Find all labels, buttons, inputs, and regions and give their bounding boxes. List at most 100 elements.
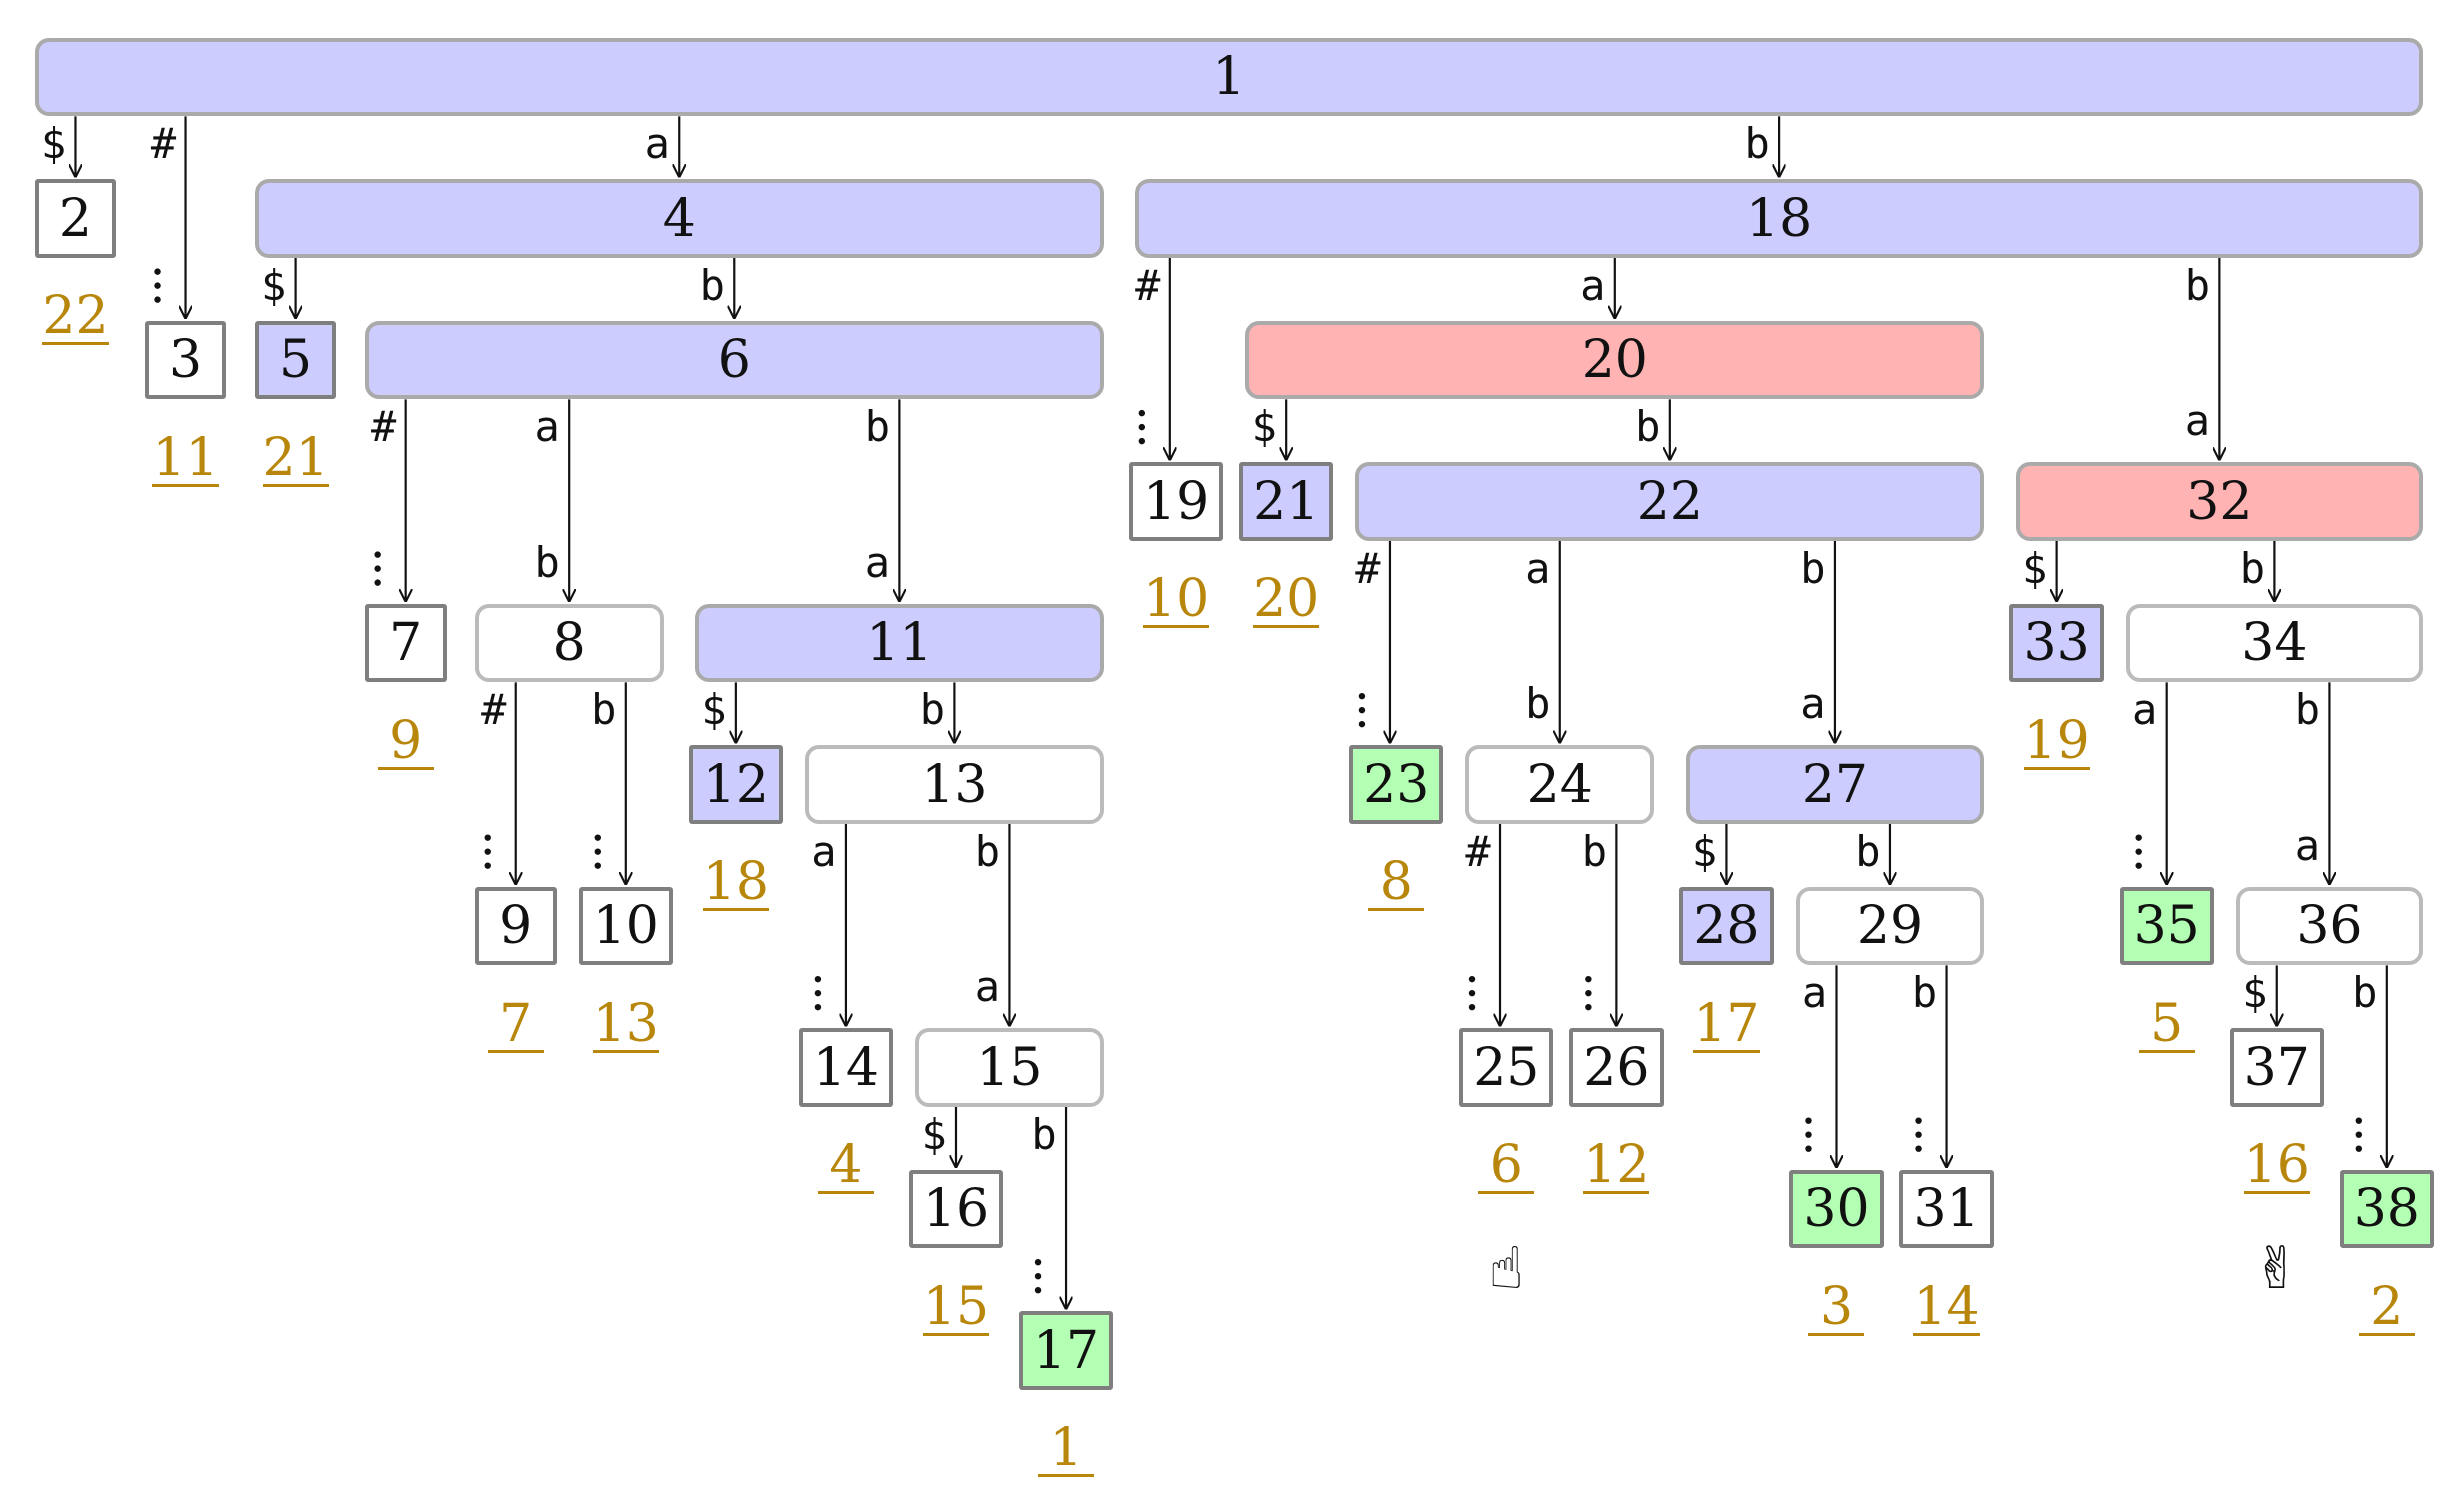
ellipsis-dot — [1468, 975, 1476, 983]
ellipsis-dot — [1915, 1145, 1922, 1152]
edge-label-20-22: b — [1635, 402, 1661, 452]
edge-label2-6-11: a — [864, 537, 891, 587]
edge-label2-22-24: b — [1525, 679, 1551, 729]
edge-label-1-18: b — [1744, 119, 1770, 169]
edge-label-18-32: b — [2184, 260, 2210, 310]
tree-node-17: 17 — [1018, 1311, 1114, 1390]
tree-node-16: 16 — [908, 1169, 1004, 1249]
edge-label2-34-36: a — [2294, 820, 2321, 870]
edge-label2-18-32: a — [2184, 396, 2210, 446]
ellipsis-dot — [1805, 1117, 1812, 1124]
ellipsis-dot — [1358, 720, 1366, 728]
suffix-index-value: 8 — [1368, 856, 1425, 912]
tree-node-14: 14 — [798, 1028, 894, 1107]
edge-label-18-20: a — [1580, 260, 1606, 310]
edge-label-27-28: $ — [1691, 826, 1718, 876]
suffix-index-19: 10 — [1126, 569, 1226, 629]
suffix-index-value: 13 — [592, 993, 659, 1054]
ellipsis-dot — [374, 551, 381, 558]
edge-label-13-14: a — [811, 826, 837, 876]
suffix-index-value: 22 — [42, 286, 109, 347]
ellipsis-dot — [1585, 989, 1592, 997]
suffix-index-value: 19 — [2023, 710, 2090, 771]
ellipsis-dot — [1034, 1258, 1042, 1266]
edge-label-34-35: a — [2132, 685, 2158, 735]
suffix-index-value: 12 — [1583, 1135, 1650, 1196]
tree-node-29: 29 — [1795, 886, 1985, 966]
ellipsis-dot — [1805, 1131, 1812, 1138]
tree-node-19: 19 — [1128, 462, 1224, 541]
ellipsis-dot — [1915, 1117, 1922, 1124]
edge-label-1-3: # — [150, 119, 177, 169]
tree-node-21: 21 — [1239, 462, 1334, 541]
edge-label-11-13: b — [919, 685, 946, 735]
edge-label-36-37: $ — [2242, 968, 2268, 1018]
ellipsis-dot — [2355, 1131, 2363, 1138]
tree-node-12: 12 — [688, 745, 783, 824]
edge-label-6-7: # — [371, 402, 397, 452]
suffix-index-value: 3 — [1808, 1281, 1865, 1336]
ellipsis-dot — [2355, 1145, 2363, 1152]
tree-node-15: 15 — [915, 1028, 1104, 1107]
edge-label-4-5: $ — [260, 260, 287, 310]
edge-label-15-17: b — [1031, 1109, 1057, 1159]
edge-label-29-31: b — [1911, 968, 1938, 1018]
tree-node-8: 8 — [474, 603, 664, 683]
suffix-index-25: 6 — [1456, 1135, 1556, 1195]
tree-node-11: 11 — [694, 603, 1104, 683]
suffix-index-12: 18 — [686, 852, 786, 912]
ellipsis-dot — [374, 565, 381, 572]
edge-label-22-27: b — [1800, 543, 1826, 593]
edge-label-32-34: b — [2239, 543, 2266, 593]
ellipsis-dot — [814, 989, 822, 997]
suffix-index-5: 21 — [246, 428, 346, 488]
suffix-index-value: 10 — [1143, 569, 1210, 630]
suffix-index-30: 3 — [1786, 1277, 1886, 1337]
tree-node-36: 36 — [2235, 886, 2423, 966]
edge-label-4-6: b — [699, 260, 725, 310]
edge-label-8-9: # — [481, 685, 507, 735]
tree-node-3: 3 — [144, 320, 227, 400]
tree-node-5: 5 — [254, 320, 337, 400]
suffix-index-3: 11 — [136, 428, 236, 488]
pointing-hand-icon: ☝ — [1488, 1233, 1524, 1302]
suffix-index-23: 8 — [1346, 852, 1446, 912]
ellipsis-dot — [1585, 975, 1592, 983]
edge-label-6-8: a — [534, 402, 560, 452]
ellipsis-dot — [1358, 706, 1366, 714]
tree-node-26: 26 — [1569, 1028, 1664, 1107]
suffix-index-value: 21 — [262, 427, 329, 488]
suffix-index-37: 16 — [2227, 1135, 2327, 1195]
edge-label-34-36: b — [2294, 685, 2321, 735]
ellipsis-dot — [484, 834, 491, 841]
ellipsis-dot — [2135, 834, 2142, 841]
edge-label-24-25: # — [1465, 826, 1491, 876]
ellipsis-dot — [814, 975, 822, 983]
edge-label-36-38: b — [2352, 968, 2378, 1018]
edge-label-29-30: a — [1801, 968, 1828, 1018]
edge-label-18-19: # — [1135, 260, 1161, 310]
edge-label-22-23: # — [1355, 543, 1381, 593]
ellipsis-dot — [814, 1003, 822, 1011]
suffix-index-value: 2 — [2358, 1281, 2415, 1336]
tree-node-28: 28 — [1679, 886, 1774, 966]
suffix-index-value: 20 — [1253, 569, 1320, 630]
ellipsis-dot — [594, 848, 601, 855]
tree-node-10: 10 — [578, 886, 673, 966]
edge-label-6-11: b — [864, 402, 891, 452]
ellipsis-dot — [154, 282, 161, 289]
ellipsis-dot — [1468, 1003, 1476, 1011]
ellipsis-dot — [2135, 848, 2142, 855]
ellipsis-dot — [1358, 692, 1366, 700]
edge-label-8-10: b — [591, 685, 617, 735]
suffix-index-value: 5 — [2138, 998, 2195, 1053]
ellipsis-dot — [1468, 989, 1476, 997]
suffix-index-31: 14 — [1897, 1277, 1997, 1337]
suffix-index-16: 15 — [906, 1277, 1006, 1337]
ellipsis-dot — [2355, 1117, 2363, 1124]
tree-node-18: 18 — [1135, 179, 2423, 258]
ellipsis-dot — [2135, 862, 2142, 869]
edge-label2-13-15: a — [974, 962, 1001, 1012]
tree-node-7: 7 — [364, 603, 447, 683]
